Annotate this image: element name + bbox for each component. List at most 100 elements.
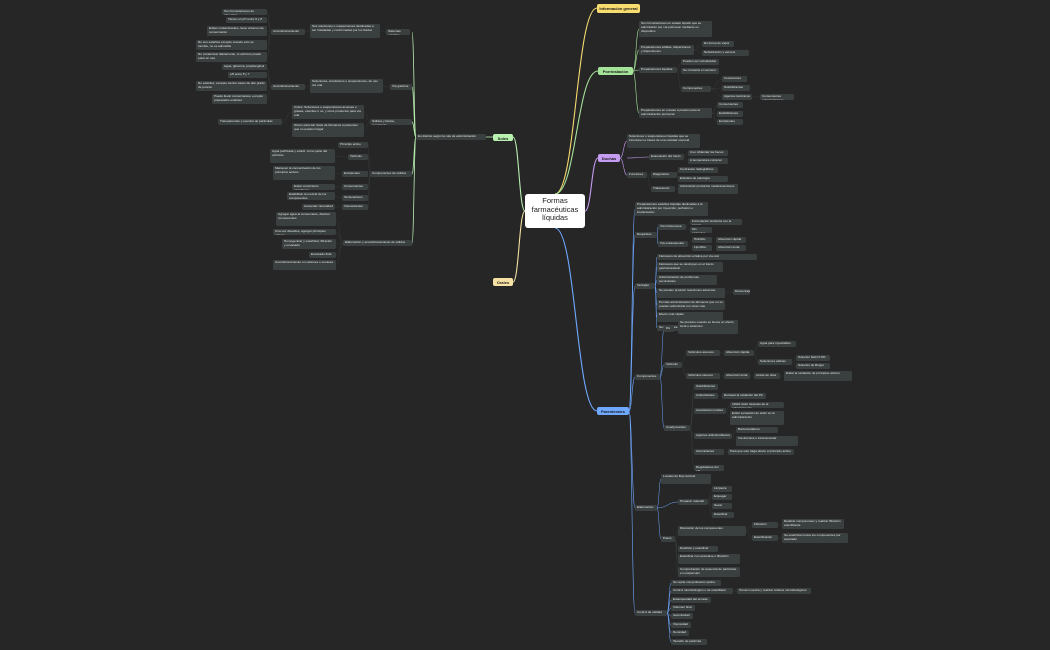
branch-orales[interactable]: Orales (493, 278, 513, 286)
p1-node[interactable]: Son formulaciones en estado líquido que … (639, 21, 712, 37)
y11-node[interactable]: Esterilización (752, 535, 778, 541)
c2-node[interactable]: Sirven para dar dosis de fármacos a paci… (292, 123, 364, 137)
x12-node[interactable]: Absorción lenta (724, 373, 750, 379)
d6-node[interactable]: Viscosizantes (342, 204, 368, 210)
y1-node[interactable]: Elaboración (635, 505, 657, 511)
u5-node[interactable]: Funciones (627, 172, 647, 178)
sec-componentes[interactable]: Componentes de sólidos (370, 171, 412, 177)
w6-node[interactable]: Permite administración de fármacos que n… (657, 300, 725, 310)
p8-node[interactable]: Componentes (681, 86, 711, 92)
l9-node[interactable]: Puede llevar conservantes, excepto prepa… (212, 94, 267, 104)
u1-node[interactable]: Soluciones o suspensiones líquidas que s… (627, 134, 700, 148)
l1-node[interactable]: Son formulaciones de absorción (222, 9, 267, 15)
l4-node[interactable]: No son estériles excepto cuando esto se … (196, 40, 267, 50)
y2-node[interactable]: Locales de flujo laminar (661, 474, 711, 484)
x5-node[interactable]: Vehículos acuosos (686, 350, 720, 356)
x2-node[interactable]: PA (664, 326, 674, 332)
v3-node[interactable]: Vía intravenosa (658, 224, 686, 230)
z4-node[interactable]: Tomar muestra y realizar cultivos microb… (737, 588, 811, 594)
f2-node[interactable]: Una vez disueltos, agregar principios ac… (273, 229, 336, 235)
l2-node[interactable]: Tienen un pH entre 6 y 8 (226, 17, 267, 23)
p12-node[interactable]: Conservantes antimicrobianos (760, 94, 794, 100)
v10-node[interactable]: Absorción lenta (716, 245, 746, 251)
x13-node[interactable]: Aceite de oliva (754, 373, 780, 379)
v4-node[interactable]: Formulación isotónica con la sangre (690, 219, 742, 225)
w5-node[interactable]: Se pueden producir reacciones adversas (657, 288, 725, 298)
sec-gastrica[interactable]: Vía gástrica (390, 84, 412, 90)
y8-node[interactable]: Pasos (661, 536, 675, 542)
x11-node[interactable]: Vehículos oleosos (686, 373, 720, 379)
a1-node[interactable]: Sus soluciones o suspensiones destinadas… (310, 24, 380, 38)
b1-node[interactable]: Soluciones, emulsiones o suspensiones, d… (310, 79, 383, 93)
z9-node[interactable]: Densidad (671, 630, 689, 636)
p16-node[interactable]: Excipientes (717, 119, 743, 125)
p9-node[interactable]: Cosolventes (722, 76, 747, 82)
x10-node[interactable]: Solución de Ringer (796, 363, 830, 369)
central-topic[interactable]: Formas farmacéuticas líquidas (525, 194, 585, 228)
p13-node[interactable]: Preparaciones en envase a presión para l… (639, 108, 712, 118)
e2-node[interactable]: Mantener la concentración de los princip… (273, 166, 335, 180)
p15-node[interactable]: Estabilizantes (717, 111, 743, 117)
x19-node[interactable]: Anestésicos locales (694, 408, 726, 414)
branch-duchas[interactable]: Duchas (598, 154, 620, 162)
x18-node[interactable]: Retrasar la oxidación del PA (722, 393, 766, 399)
y5-node[interactable]: Enjuagar (712, 494, 732, 500)
x23-node[interactable]: Bacteriostáticos (736, 427, 778, 433)
u6-node[interactable]: Diagnóstico (651, 172, 677, 178)
v5-node[interactable]: Sin partículas (690, 227, 712, 233)
u10-node[interactable]: Administrar productos medicamentosos (678, 184, 738, 194)
x8-node[interactable]: Soluciones salinas (758, 359, 792, 365)
d4-node[interactable]: Conservantes (342, 184, 368, 190)
x26-node[interactable]: Reguladores del pH (694, 465, 724, 471)
z1-node[interactable]: Control de calidad (635, 610, 667, 616)
b1b-node[interactable]: Acondicionamiento (271, 84, 305, 90)
x6-node[interactable]: Absorción rápida (724, 350, 754, 356)
w2-node[interactable]: Fármacos de absorción errática por vía o… (657, 254, 757, 260)
branch-porrinalacion[interactable]: Porrinalación (598, 67, 633, 75)
x15-node[interactable]: Coadyuvantes (664, 425, 690, 431)
p3-node[interactable]: En forma de vapor (702, 41, 734, 47)
p14-node[interactable]: Conservantes (717, 102, 743, 108)
y7-node[interactable]: Esterilizar (712, 512, 734, 518)
x7-node[interactable]: Agua para inyectables (758, 341, 796, 347)
p10-node[interactable]: Solubilizantes (722, 85, 750, 91)
y9-node[interactable]: Disolución de los componentes (678, 526, 746, 536)
z10-node[interactable]: Tamaño de partícula (671, 639, 707, 645)
x3-node[interactable]: Se produce cuando se busca un efecto loc… (678, 320, 738, 334)
x22-node[interactable]: Agentes antimicrobianos (694, 433, 732, 439)
v8-node[interactable]: Absorción rápida (716, 237, 746, 243)
w7-node[interactable]: Efecto más rápido (657, 312, 723, 322)
z8-node[interactable]: Viscosidad (671, 622, 691, 628)
x4-node[interactable]: Vehículo (664, 362, 682, 368)
z5-node[interactable]: Estanqueidad del envase (671, 597, 711, 603)
u9-node[interactable]: Tratamiento (651, 186, 675, 192)
f5-node[interactable]: Acondicionamiento en cartones o envases (273, 260, 336, 270)
d1-node[interactable]: Principio activo (338, 142, 368, 148)
y14-node[interactable]: Dosificar y esterilizar (678, 546, 718, 552)
sec-elaboracion[interactable]: Elaboración y acondicionamiento de sólid… (343, 240, 412, 246)
l3-node[interactable]: Evitan contaminantes, tiene volumen de c… (207, 26, 267, 36)
x20-node[interactable]: Inhibir dolor después de la administraci… (730, 402, 784, 408)
d5-node[interactable]: Tensioactivos (342, 195, 368, 201)
w1-node[interactable]: Ventajas (635, 283, 655, 289)
x16-node[interactable]: Solubilizantes (694, 384, 718, 390)
branch-soles[interactable]: Soles (493, 134, 513, 141)
p7-node[interactable]: Se convierte en aerosol (681, 68, 719, 74)
y15-node[interactable]: Esterilizar con autoclave o filtración (678, 554, 740, 564)
x21-node[interactable]: Evitar sensación de ardor en la administ… (730, 411, 784, 425)
w3-node[interactable]: Fármacos que se destruyen en el tracto g… (657, 262, 723, 272)
w4-node[interactable]: Administración de problemas secundarios (657, 275, 717, 285)
sec-esteriles[interactable]: Sistemas estériles (386, 29, 410, 35)
v1-node[interactable]: Preparaciones estériles líquidas destina… (635, 202, 708, 216)
u7-node[interactable]: Contrastes radiográficos (678, 167, 718, 173)
p6-node[interactable]: Pueden ser nebulizadas (681, 59, 719, 65)
u8-node[interactable]: Estudios de patología (678, 176, 728, 182)
u4-node[interactable]: A temperatura corporal (688, 158, 728, 164)
y3-node[interactable]: Preparar material (678, 499, 708, 505)
branch-info[interactable]: Información general (597, 4, 640, 13)
l7-node[interactable]: pH entre 5 y 7 (228, 72, 267, 78)
y6-node[interactable]: Secar (712, 503, 732, 509)
x25-node[interactable]: Para que solo haga efecto el principio a… (728, 449, 794, 455)
p11-node[interactable]: Agentes isotónicos (722, 94, 752, 100)
y16-node[interactable]: Comprobación de ausencia de partículas e… (678, 567, 740, 577)
